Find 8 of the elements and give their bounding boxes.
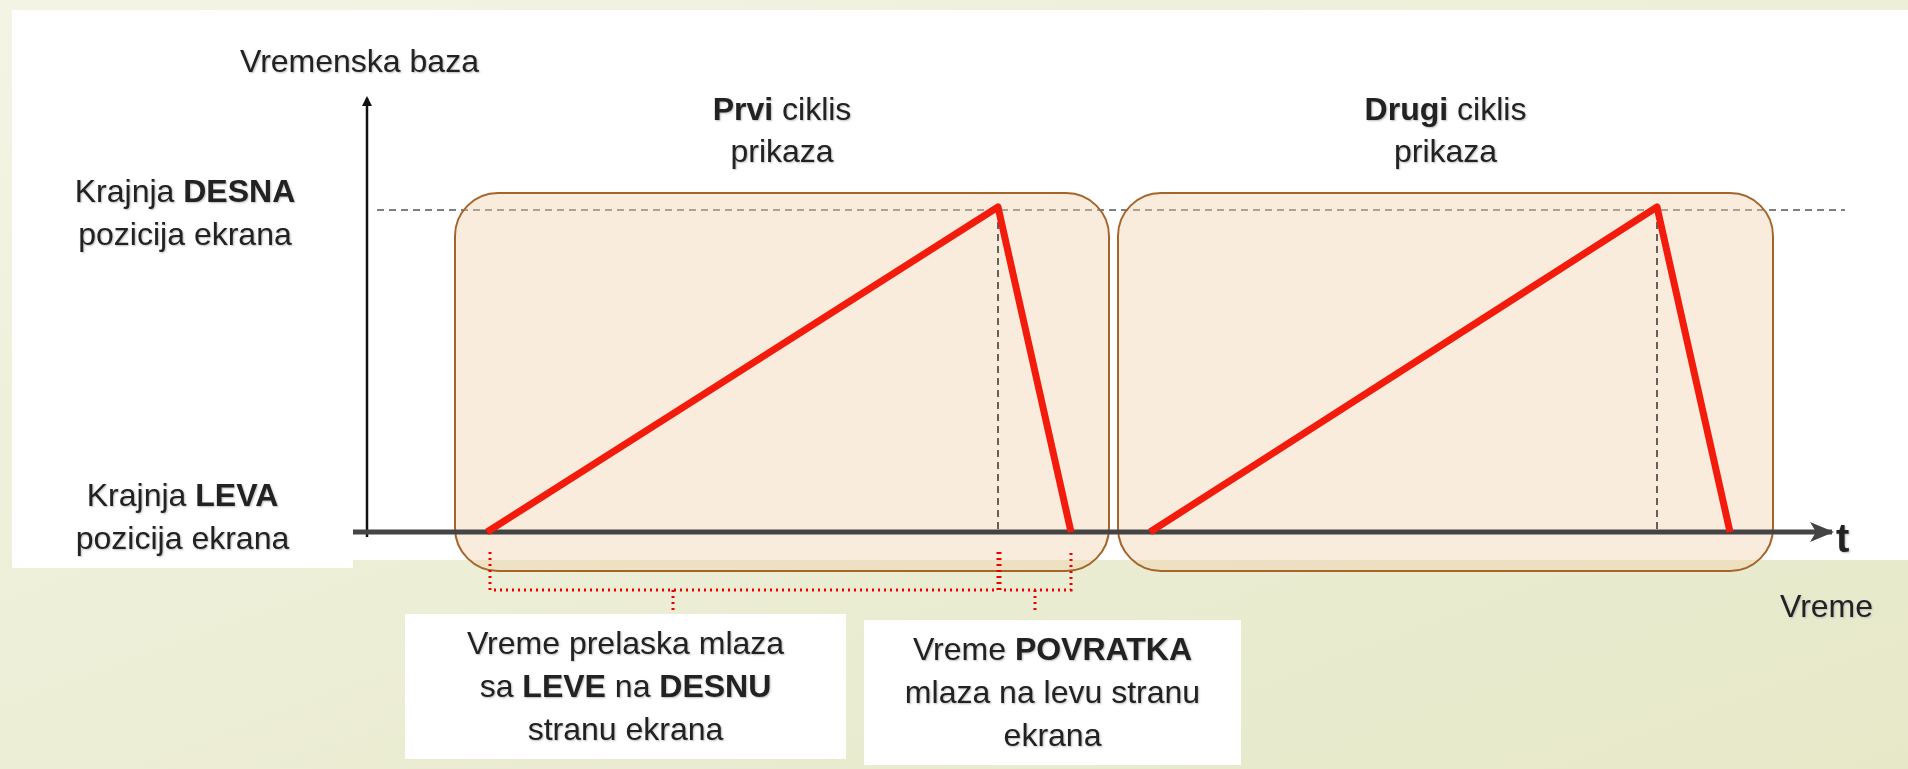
cycle-heading: Drugi ciklis prikaza <box>1363 90 1528 171</box>
axis-label: t <box>1836 515 1851 562</box>
note-text: Vreme prelaska mlaza sa LEVE na DESNU stranu ekrana <box>405 614 846 759</box>
axis-label: Krajnja DESNA pozicija ekrana <box>73 172 297 254</box>
axis-label: Vremenska baza <box>240 42 480 81</box>
cycle-heading: Prvi ciklis prikaza <box>711 90 853 171</box>
axis-label: Vreme <box>1780 587 1875 626</box>
note-text: Vreme POVRATKA mlaza na levu stranu ekrana <box>864 620 1241 765</box>
